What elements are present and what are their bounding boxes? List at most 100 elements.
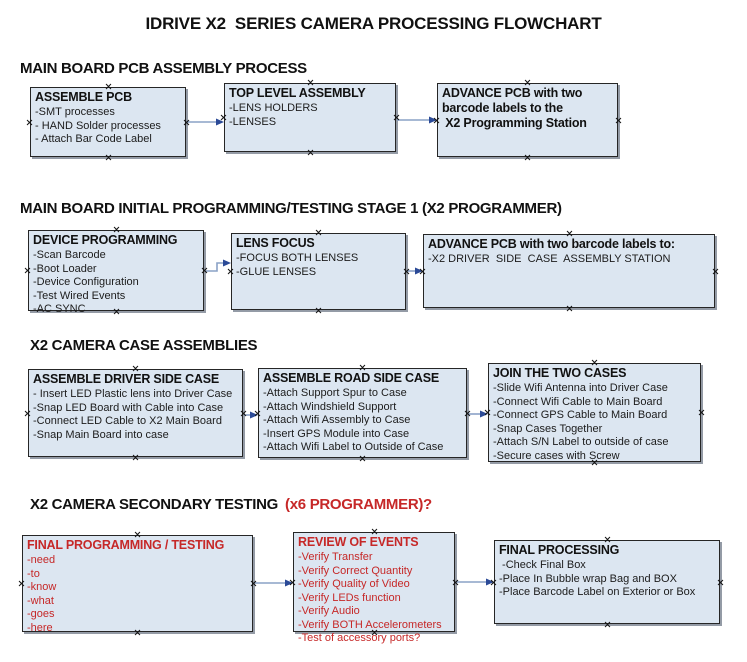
section-header-case-assemblies: X2 CAMERA CASE ASSEMBLIES	[30, 337, 264, 354]
box-item: -Attach Windshield Support	[263, 400, 397, 413]
resize-handle-icon	[484, 409, 491, 416]
flow-box-assemble-pcb: ASSEMBLE PCB -SMT processes- HAND Solder…	[30, 87, 186, 157]
resize-handle-icon	[227, 268, 234, 275]
box-title: DEVICE PROGRAMMING	[33, 233, 178, 247]
box-item: -Connect Wifi Cable to Main Board	[493, 395, 663, 408]
resize-handle-icon	[307, 79, 314, 86]
resize-handle-icon	[359, 455, 366, 462]
box-title: ADVANCE PCB with two barcode labels to:	[428, 237, 675, 251]
box-item: -know	[27, 581, 57, 593]
resize-handle-icon	[359, 364, 366, 371]
resize-handle-icon	[105, 83, 112, 90]
resize-handle-icon	[307, 149, 314, 156]
box-item: -Verify BOTH Accelerometers	[298, 618, 442, 631]
resize-handle-icon	[315, 307, 322, 314]
box-item: -Test Wired Events	[33, 289, 126, 302]
resize-handle-icon	[604, 536, 611, 543]
box-items: -Scan Barcode-Boot Loader-Device Configu…	[33, 249, 199, 317]
box-title: ASSEMBLE ROAD SIDE CASE	[263, 371, 439, 385]
box-title: TOP LEVEL ASSEMBLY	[229, 86, 366, 100]
resize-handle-icon	[604, 621, 611, 628]
box-items: -Check Final Box-Place In Bubble wrap Ba…	[499, 559, 715, 600]
flow-box-final-programming-testing: FINAL PROGRAMMING / TESTING -need-to-kno…	[22, 535, 253, 634]
box-item: - Attach Bar Code Label	[35, 133, 152, 145]
resize-handle-icon	[254, 410, 261, 417]
flow-box-assemble-driver-side-case: ASSEMBLE DRIVER SIDE CASE - Insert LED P…	[28, 369, 243, 457]
resize-handle-icon	[419, 268, 426, 275]
box-title: ASSEMBLE PCB	[35, 90, 132, 104]
box-items: -FOCUS BOTH LENSES-GLUE LENSES	[236, 252, 401, 279]
box-item: -SMT processes	[35, 106, 115, 118]
box-item: -Place Barcode Label on Exterior or Box	[499, 586, 696, 598]
flow-box-device-programming: DEVICE PROGRAMMING -Scan Barcode-Boot Lo…	[28, 230, 204, 315]
box-item: -Verify Audio	[298, 605, 360, 617]
section-header-red-text: (x6 PROGRAMMER)?	[285, 496, 432, 513]
box-item: -Attach Wifi Assembly to Case	[263, 414, 411, 426]
arrow-device-to-lensfocus	[205, 259, 231, 272]
box-items: -LENS HOLDERS-LENSES	[229, 102, 391, 129]
box-title: JOIN THE TWO CASES	[493, 366, 627, 380]
resize-handle-icon	[26, 119, 33, 126]
box-title: FINAL PROGRAMMING / TESTING	[27, 538, 225, 552]
box-item: - Insert LED Plastic lens into Driver Ca…	[33, 388, 233, 400]
flow-box-join-the-two-cases: JOIN THE TWO CASES -Slide Wifi Antenna i…	[488, 363, 701, 462]
box-item: -to	[27, 567, 40, 580]
flow-box-final-processing: FINAL PROCESSING -Check Final Box-Place …	[494, 540, 720, 624]
box-item: -Device Configuration	[33, 276, 139, 288]
arrow-review-to-finalproc	[456, 578, 494, 586]
box-item: -Secure cases with Screw	[493, 449, 620, 462]
resize-handle-icon	[566, 230, 573, 237]
box-item: -LENS HOLDERS	[229, 102, 318, 114]
box-item: -Snap LED Board with Cable into Case	[33, 401, 224, 414]
box-items: -SMT processes- HAND Solder processes- A…	[35, 106, 181, 147]
section-header-red-text	[257, 337, 264, 354]
page-title: IDRIVE X2 SERIES CAMERA PROCESSING FLOWC…	[145, 14, 602, 33]
box-item: -goes	[27, 608, 55, 620]
resize-handle-icon	[393, 114, 400, 121]
arrow-finalprog-to-review	[254, 579, 293, 587]
section-header-text: MAIN BOARD INITIAL PROGRAMMING/TESTING S…	[20, 200, 562, 217]
flow-box-review-of-events: REVIEW OF EVENTS -Verify Transfer-Verify…	[293, 532, 455, 644]
box-item: -Snap Cases Together	[493, 422, 603, 435]
flow-box-advance-pcb-programming-station: ADVANCE PCB with two barcode labels to t…	[437, 83, 618, 157]
arrow-roadside-to-join	[468, 410, 488, 418]
section-header-red-text	[307, 60, 314, 77]
resize-handle-icon	[591, 359, 598, 366]
section-header-text: X2 CAMERA SECONDARY TESTING	[30, 496, 279, 513]
box-items: -X2 DRIVER SIDE CASE ASSEMBLY STATION	[428, 253, 710, 267]
box-item: -Check Final Box	[499, 559, 586, 571]
arrow-driverside-to-roadside	[244, 411, 258, 419]
resize-handle-icon	[24, 410, 31, 417]
resize-handle-icon	[250, 580, 257, 587]
box-title: ADVANCE PCB with two barcode labels to t…	[442, 86, 587, 130]
flow-box-lens-focus: LENS FOCUS -FOCUS BOTH LENSES-GLUE LENSE…	[231, 233, 406, 310]
box-item: -Slide Wifi Antenna into Driver Case	[493, 382, 668, 394]
resize-handle-icon	[201, 267, 208, 274]
box-title: ASSEMBLE DRIVER SIDE CASE	[33, 372, 220, 386]
resize-handle-icon	[134, 531, 141, 538]
box-title: FINAL PROCESSING	[499, 543, 620, 557]
box-item: -what	[27, 594, 54, 607]
flow-box-advance-pcb-driver-side: ADVANCE PCB with two barcode labels to: …	[423, 234, 715, 308]
arrow-lensfocus-to-advance2	[407, 267, 423, 275]
resize-handle-icon	[113, 226, 120, 233]
box-item: -AC SYNC	[33, 303, 86, 315]
box-item: -Attach S/N Label to outside of case	[493, 436, 669, 448]
box-item: -GLUE LENSES	[236, 265, 317, 278]
box-item: -Connect GPS Cable to Main Board	[493, 409, 668, 421]
box-item: -Verify LEDs function	[298, 591, 401, 604]
resize-handle-icon	[24, 267, 31, 274]
box-items: -Verify Transfer-Verify Correct Quantity…	[298, 551, 450, 646]
flow-box-assemble-road-side-case: ASSEMBLE ROAD SIDE CASE -Attach Support …	[258, 368, 467, 458]
resize-handle-icon	[18, 580, 25, 587]
box-item: - HAND Solder processes	[35, 119, 161, 132]
box-item: -FOCUS BOTH LENSES	[236, 252, 359, 264]
section-header-pcb-assembly: MAIN BOARD PCB ASSEMBLY PROCESS	[20, 60, 314, 77]
box-items: -Attach Support Spur to Case-Attach Wind…	[263, 387, 462, 455]
arrow-toplevel-to-advance1	[397, 116, 437, 124]
box-item: -here	[27, 621, 53, 634]
resize-handle-icon	[464, 410, 471, 417]
resize-handle-icon	[315, 229, 322, 236]
section-header-secondary-testing: X2 CAMERA SECONDARY TESTING (x6 PROGRAMME…	[30, 496, 432, 513]
box-item: -Test of accessory ports?	[298, 632, 421, 644]
